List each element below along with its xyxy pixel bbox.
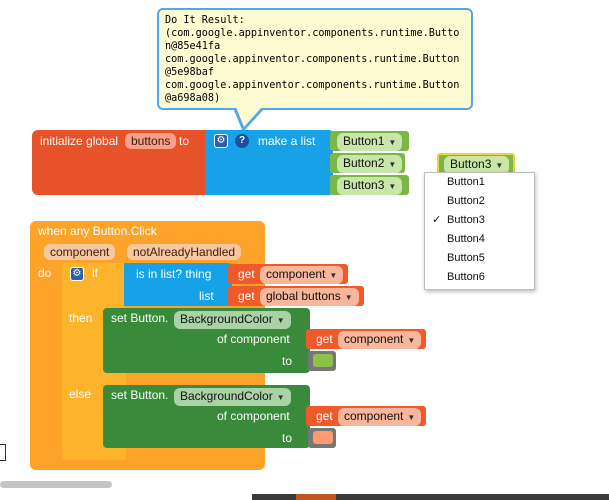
set-button-label: set Button. — [111, 388, 169, 402]
floating-block-dropdown[interactable]: Button3▼ — [444, 156, 510, 174]
if-label: if — [92, 266, 98, 280]
list-label: list — [199, 289, 214, 303]
color-swatch-green[interactable] — [313, 354, 333, 367]
tooltip-line: (com.google.appinventor.components.runti… — [165, 28, 460, 52]
then-label: then — [69, 311, 93, 325]
do-label: do — [38, 266, 52, 280]
mutator-gear-icon[interactable]: ⚙ — [214, 134, 228, 148]
menu-item-button1[interactable]: Button1 — [447, 176, 485, 188]
to-label: to — [179, 134, 190, 148]
floating-block-value: Button3 — [450, 157, 492, 171]
get-global-buttons-dropdown[interactable]: global buttons▼ — [260, 288, 359, 306]
dropdown-arrow-icon: ▼ — [276, 393, 285, 402]
get-component-dropdown[interactable]: component▼ — [338, 408, 422, 426]
do-it-result-tooltip: Do It Result: (com.google.appinventor.co… — [157, 8, 473, 110]
make-a-list-label: make a list — [258, 134, 316, 148]
bottom-strip-dark — [252, 494, 609, 500]
event-title: when any Button.Click — [38, 224, 157, 238]
get-label: get — [316, 332, 333, 346]
global-variable-name[interactable]: buttons — [125, 133, 177, 149]
dropdown-arrow-icon: ▼ — [344, 293, 353, 302]
menu-item-button6[interactable]: Button6 — [447, 271, 485, 283]
initialize-global-label: initialize global — [40, 134, 119, 148]
tooltip-line: Do It Result: — [165, 15, 245, 26]
color-swatch-orange[interactable] — [313, 431, 333, 444]
to-label: to — [282, 354, 293, 368]
param-component[interactable]: component — [44, 244, 116, 260]
get-label: get — [238, 289, 255, 303]
list-item-value: Button2 — [343, 156, 385, 170]
get-label: get — [316, 409, 333, 423]
bottom-strip-accent — [296, 494, 336, 500]
initialize-global-block[interactable] — [32, 130, 210, 195]
list-item-dropdown[interactable]: Button3▼ — [337, 177, 403, 195]
tooltip-tail-inner — [236, 107, 262, 127]
property-dropdown[interactable]: BackgroundColor▼ — [174, 311, 291, 329]
list-item-value: Button1 — [343, 134, 385, 148]
tooltip-line: com.google.appinventor.components.runtim… — [165, 80, 460, 104]
if-mutator-gear-icon[interactable]: ⚙ — [70, 267, 84, 281]
horizontal-scrollbar[interactable] — [0, 481, 112, 488]
of-component-label: of component — [217, 332, 290, 346]
list-item-value: Button3 — [343, 178, 385, 192]
tooltip-line: com.google.appinventor.components.runtim… — [165, 54, 460, 78]
list-item-dropdown[interactable]: Button1▼ — [337, 133, 403, 151]
dropdown-arrow-icon: ▼ — [388, 160, 397, 169]
set-button-label: set Button. — [111, 311, 169, 325]
dropdown-arrow-icon: ▼ — [388, 182, 397, 191]
menu-item-button2[interactable]: Button2 — [447, 195, 485, 207]
menu-item-button3[interactable]: ✓Button3 — [425, 211, 534, 230]
is-in-list-label: is in list? thing — [136, 267, 212, 281]
dropdown-arrow-icon: ▼ — [407, 336, 416, 345]
dropdown-arrow-icon: ▼ — [407, 413, 416, 422]
get-label: get — [238, 267, 255, 281]
checkmark-icon: ✓ — [432, 214, 442, 226]
to-label: to — [282, 431, 293, 445]
get-component-dropdown[interactable]: component▼ — [338, 331, 422, 349]
menu-item-button4[interactable]: Button4 — [447, 233, 485, 245]
left-edge-box — [0, 444, 6, 461]
property-dropdown[interactable]: BackgroundColor▼ — [174, 388, 291, 406]
param-not-already-handled[interactable]: notAlreadyHandled — [127, 244, 242, 260]
of-component-label: of component — [217, 409, 290, 423]
list-item-dropdown[interactable]: Button2▼ — [337, 155, 403, 173]
dropdown-arrow-icon: ▼ — [495, 161, 504, 170]
get-component-dropdown[interactable]: component▼ — [260, 266, 344, 284]
button-dropdown-menu: Button1 Button2 ✓Button3 Button4 Button5… — [424, 172, 535, 290]
dropdown-arrow-icon: ▼ — [329, 271, 338, 280]
menu-item-button5[interactable]: Button5 — [447, 252, 485, 264]
else-label: else — [69, 387, 92, 401]
dropdown-arrow-icon: ▼ — [276, 316, 285, 325]
dropdown-arrow-icon: ▼ — [388, 138, 397, 147]
help-icon[interactable]: ? — [235, 134, 249, 148]
is-in-list-block[interactable] — [124, 263, 232, 306]
